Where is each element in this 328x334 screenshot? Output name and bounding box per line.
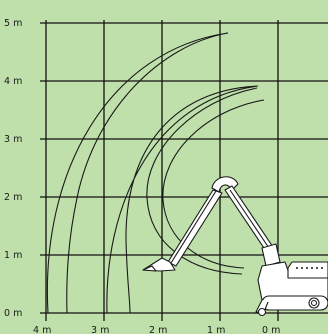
demolition-robot-icon [142, 176, 328, 317]
x-tick-label: 4 m [33, 325, 51, 334]
y-tick-label: 0 m [4, 308, 22, 319]
track-wheel-rear-hub [310, 299, 318, 307]
y-tick-label: 1 m [4, 250, 22, 261]
boom-cylinder [261, 243, 281, 267]
boom-lower-arm-inner [170, 190, 217, 264]
engine-housing [287, 261, 328, 279]
x-tick-label: 3 m [91, 325, 109, 334]
engine-vents [296, 267, 323, 269]
middle-reach-curve [106, 85, 259, 314]
track-wheel-rear [308, 297, 320, 309]
hammer-tip [142, 265, 157, 272]
y-axis: 5 m 4 m 3 m 2 m 1 m 0 m [4, 18, 22, 319]
y-tick-label: 4 m [4, 76, 22, 87]
y-tick-label: 3 m [4, 134, 22, 145]
x-tick-label: 0 m [262, 325, 280, 334]
inner-reach-curve [146, 87, 258, 275]
x-tick-label: 1 m [207, 325, 225, 334]
outer-reach-curve [46, 32, 229, 314]
boom-upper-arm-inner [229, 189, 272, 252]
reach-curves [46, 32, 265, 314]
x-axis: 4 m 3 m 2 m 1 m 0 m [33, 325, 280, 334]
grid [40, 20, 328, 321]
x-tick-label: 2 m [149, 325, 167, 334]
outrigger-foot [257, 307, 267, 317]
y-tick-label: 2 m [4, 192, 22, 203]
inner-reach-curve-2 [162, 99, 265, 269]
y-tick-label: 5 m [4, 18, 22, 29]
